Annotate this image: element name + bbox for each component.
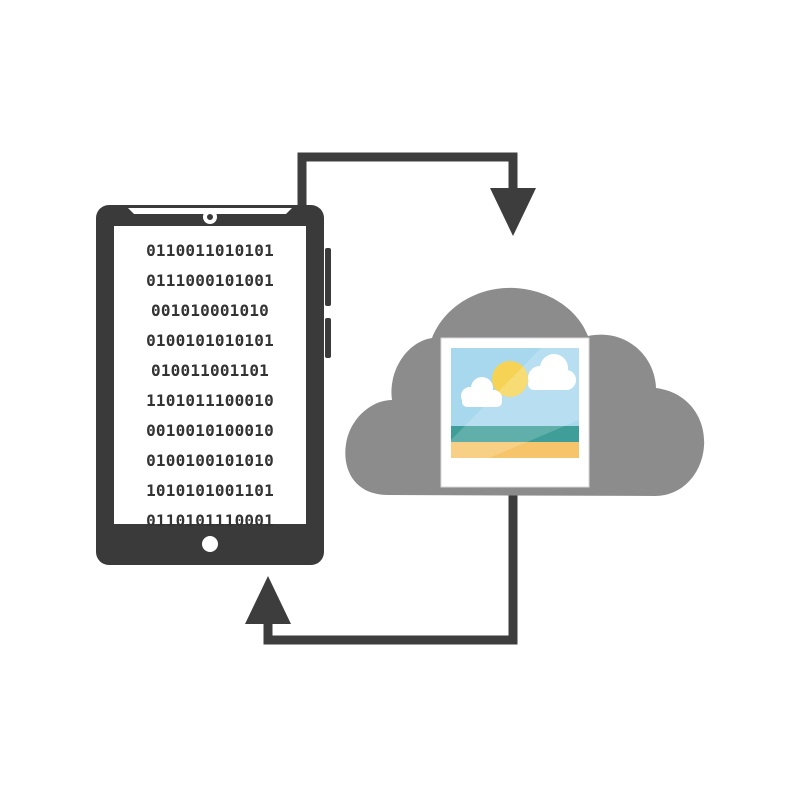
arrow-down-icon [297, 152, 536, 236]
arrow-up-icon [245, 488, 518, 645]
smartphone-icon [96, 205, 331, 565]
photo-sun [492, 361, 528, 397]
phone-home-button [202, 536, 218, 552]
photo-icon [440, 337, 590, 488]
binary-line: 0110101110001 [146, 511, 274, 530]
binary-line: 001010001010 [151, 301, 269, 320]
phone-screen [114, 226, 306, 524]
binary-line: 0010010100010 [146, 421, 274, 440]
photo-cloud [461, 377, 502, 407]
photo-sand [451, 442, 579, 458]
phone-side-button [325, 248, 331, 306]
photo-sea [451, 426, 579, 442]
binary-line: 0110011010101 [146, 241, 274, 260]
photo-cloud [528, 354, 576, 390]
phone-side-button [325, 318, 331, 358]
binary-line: 1010101001101 [146, 481, 274, 500]
binary-code-block: 0110011010101 0111000101001 001010001010… [114, 236, 306, 536]
binary-line: 010011001101 [151, 361, 269, 380]
binary-line: 0100101010101 [146, 331, 274, 350]
binary-line: 0100100101010 [146, 451, 274, 470]
binary-line: 1101011100010 [146, 391, 274, 410]
photo-glare [451, 348, 579, 458]
binary-line: 0111000101001 [146, 271, 274, 290]
